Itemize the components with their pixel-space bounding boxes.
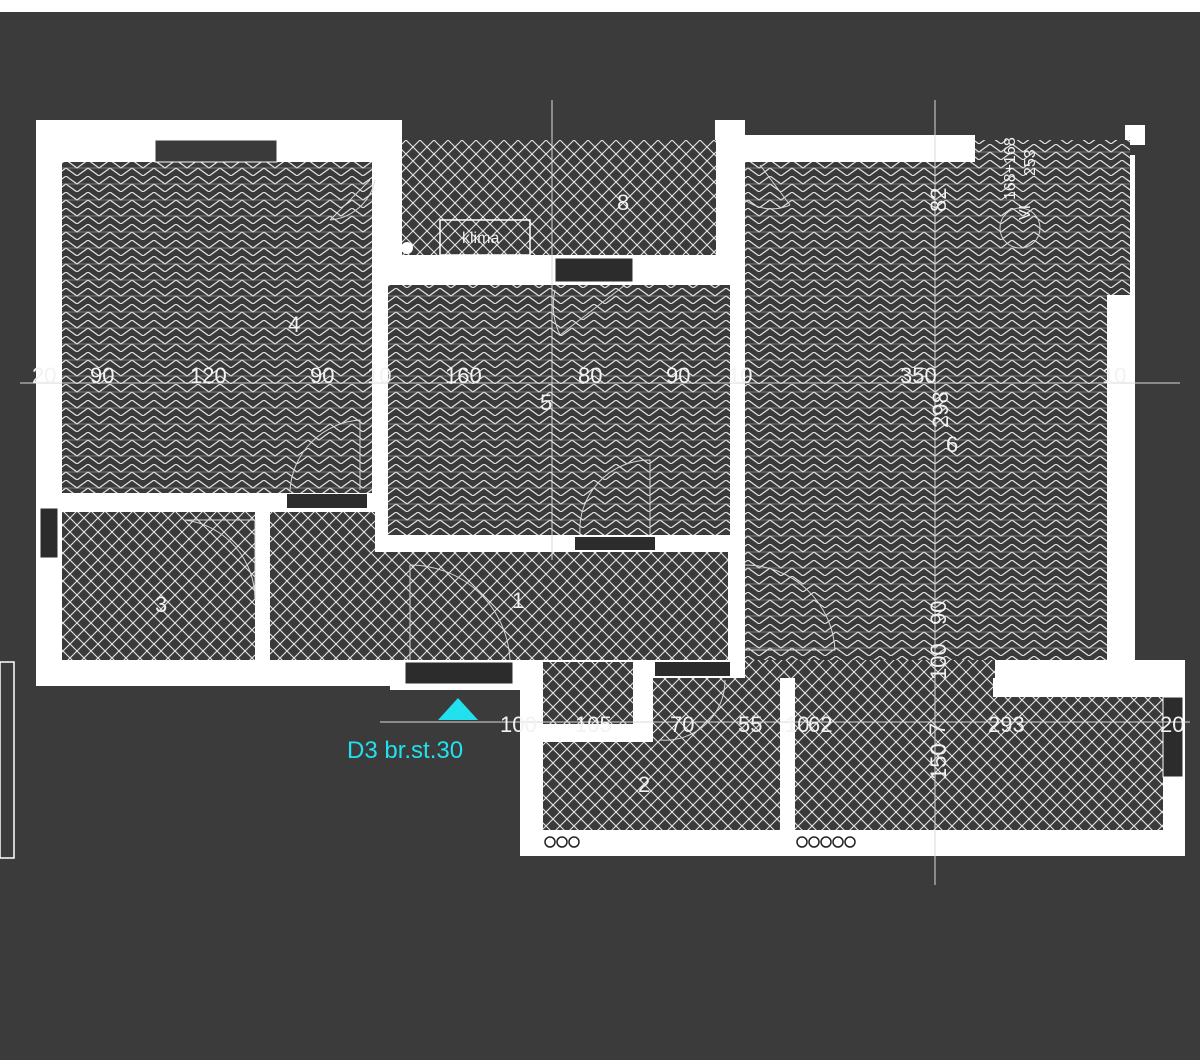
dim: 90 bbox=[310, 363, 334, 388]
entrance-marker: D3 br.st.30 bbox=[347, 698, 478, 764]
dimension-vertical: 298 82 168+168 253 90 100 150 bbox=[926, 137, 1039, 780]
dim: 293 bbox=[988, 712, 1025, 737]
room-label-4: 4 bbox=[288, 312, 300, 337]
room-3-floor bbox=[62, 512, 255, 660]
dim: 80 bbox=[578, 363, 602, 388]
room-8-floor bbox=[402, 140, 716, 255]
room-2-floor bbox=[543, 742, 780, 830]
room-7-floor bbox=[795, 678, 993, 830]
room-label-8: 8 bbox=[617, 190, 629, 215]
room-label-1: 1 bbox=[512, 588, 524, 613]
room-label-3: 3 bbox=[155, 592, 167, 617]
dim: 253 bbox=[1022, 149, 1039, 176]
dim: 10 bbox=[785, 712, 809, 737]
openings bbox=[0, 100, 1190, 885]
dim: 82 bbox=[926, 188, 951, 212]
dim: 298 bbox=[928, 391, 953, 428]
room-fills bbox=[62, 140, 1163, 830]
dim: 90 bbox=[90, 363, 114, 388]
dim: 10 bbox=[728, 363, 752, 388]
dim: 20 bbox=[32, 363, 56, 388]
corridor-strip bbox=[745, 660, 995, 678]
room-6-bay bbox=[975, 140, 1130, 295]
room-label-2: 2 bbox=[638, 772, 650, 797]
dim: 100 bbox=[500, 712, 537, 737]
room-7-right bbox=[993, 697, 1163, 830]
room-2-upper bbox=[653, 678, 780, 748]
entrance-label: D3 br.st.30 bbox=[347, 737, 463, 764]
room-1-link bbox=[375, 552, 405, 660]
dim: 62 bbox=[808, 712, 832, 737]
entrance-triangle-icon bbox=[438, 698, 478, 720]
room-1-floor bbox=[405, 552, 728, 660]
dimension-row-lower: 100 105 70 55 10 62 293 20 bbox=[500, 712, 1184, 737]
room-labels: 1 2 3 4 5 6 7 8 klima VI bbox=[155, 190, 1034, 797]
dim: 100 bbox=[926, 643, 951, 680]
dim: 55 bbox=[738, 712, 762, 737]
room-label-7: 7 bbox=[925, 723, 950, 735]
dim: 10 bbox=[1102, 363, 1126, 388]
window-mark: VI bbox=[1017, 205, 1034, 220]
dim: 120 bbox=[190, 363, 227, 388]
klima-label: klima bbox=[462, 230, 499, 247]
dim: 350 bbox=[900, 363, 937, 388]
dim: 105 bbox=[575, 712, 612, 737]
dimension-row-main: 20 90 120 90 10 160 80 90 10 350 10 bbox=[32, 363, 1126, 388]
dim: 90 bbox=[926, 601, 951, 625]
dim: 90 bbox=[666, 363, 690, 388]
bath-link-floor bbox=[543, 662, 633, 724]
hall-floor bbox=[270, 512, 375, 660]
dim: 168+168 bbox=[1002, 137, 1019, 200]
dim: 160 bbox=[445, 363, 482, 388]
room-label-6: 6 bbox=[946, 432, 958, 457]
dim: 70 bbox=[670, 712, 694, 737]
room-4-floor bbox=[62, 162, 372, 493]
dim: 10 bbox=[367, 363, 391, 388]
room-label-5: 5 bbox=[540, 390, 552, 415]
room-5-floor bbox=[388, 285, 730, 535]
dim: 150 bbox=[926, 743, 951, 780]
dim: 20 bbox=[1160, 712, 1184, 737]
